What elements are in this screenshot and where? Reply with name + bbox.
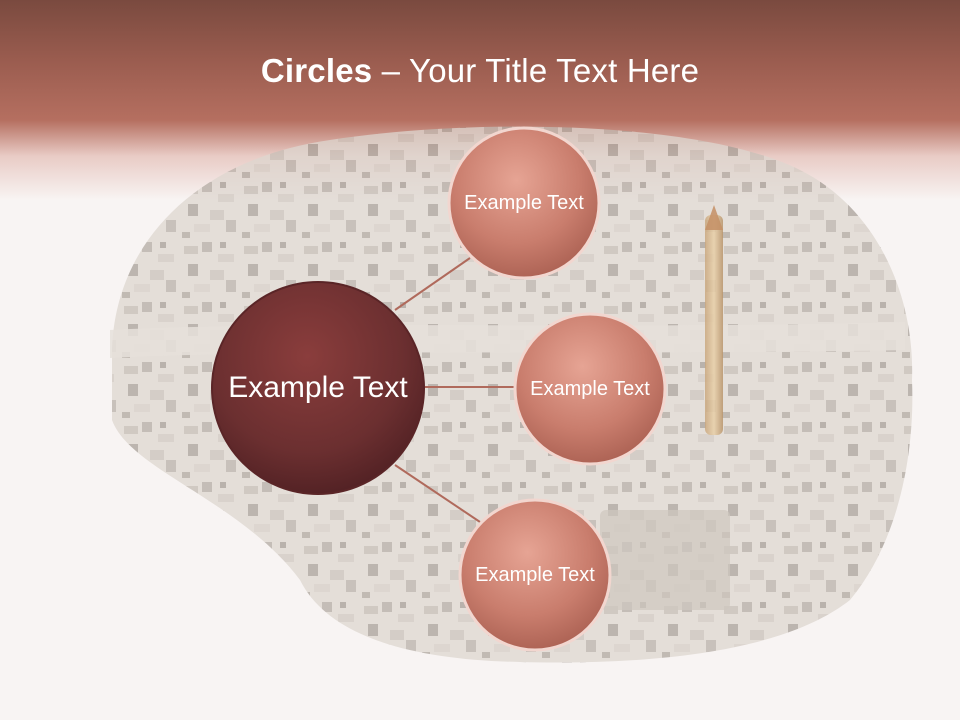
slide-title-rest: – Your Title Text Here [372,52,700,89]
center-circle [211,281,425,495]
satellite-circle-top [447,126,601,280]
satellite-label-middle: Example Text [530,378,650,400]
satellite-label-top: Example Text [464,192,584,214]
slide-title-bold: Circles [260,52,373,89]
connector-line-bottom [394,464,481,523]
satellite-label-bottom: Example Text [475,564,595,586]
center-label: Example Text [228,371,408,405]
satellite-circle-bottom [458,498,612,652]
slide-title: Circles – Your Title Text Here [0,52,960,90]
connector-line-top [394,257,471,311]
satellite-circle-middle [513,312,667,466]
